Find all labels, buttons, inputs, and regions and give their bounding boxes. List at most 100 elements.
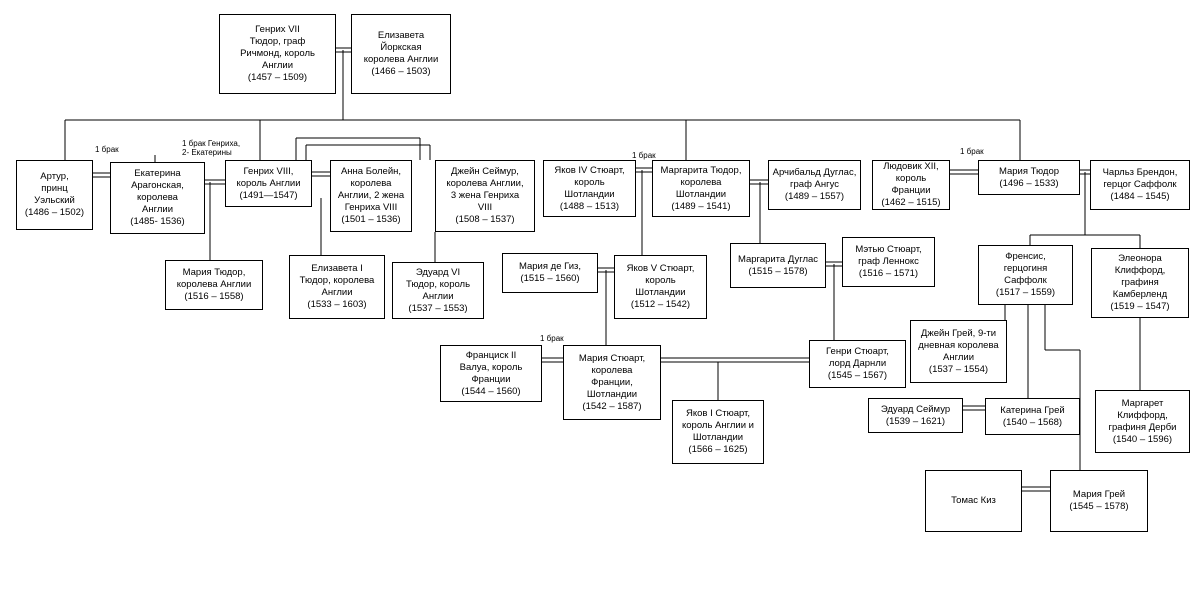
person-text-line: (1462 – 1515): [881, 197, 941, 208]
person-text-line: королева: [350, 178, 392, 189]
person-text-line: королева Англии: [176, 279, 252, 290]
person-louis12: Людовик XII,король Франции(1462 – 1515): [872, 160, 950, 210]
person-text-line: (1566 – 1625): [688, 444, 748, 455]
person-text-line: Шотландии: [564, 188, 615, 200]
person-text-line: (1516 – 1571): [858, 268, 919, 279]
person-text-line: Джейн Грей, 9-ти: [920, 327, 997, 339]
person-text-line: (1515 – 1560): [520, 273, 580, 284]
person-text-line: (1545 – 1578): [1069, 501, 1129, 512]
person-text-line: (1519 – 1547): [1110, 301, 1170, 312]
person-text-line: Мария Тюдор: [998, 165, 1060, 177]
person-edward-seymour: Эдуард Сеймур(1539 – 1621): [868, 398, 963, 433]
person-text-line: король: [645, 275, 676, 286]
marriage-note-henry-catherine: 1 брак Генриха,2- Екатерины: [182, 139, 241, 157]
person-text-line: Англии: [943, 351, 974, 363]
person-text-line: Клиффорд,: [1117, 409, 1168, 421]
person-text-line: (1485- 1536): [130, 216, 185, 227]
person-text-line: (1537 – 1554): [928, 363, 989, 375]
person-jane-seymour: Джейн Сеймур,королева Англии,3 жена Генр…: [435, 160, 535, 232]
person-text-line: (1484 – 1545): [1110, 191, 1170, 202]
person-mary-tudor-sister: Мария Тюдор(1496 – 1533): [978, 160, 1080, 195]
person-text-line: Яков I Стюарт,: [685, 408, 750, 419]
person-text-line: королева Англии,: [446, 178, 524, 189]
marriage-note-francis-mary: 1 брак: [540, 334, 564, 343]
person-katherine-grey: Катерина Грей(1540 – 1568): [985, 398, 1080, 435]
person-henry-darnley: Генри Стюарт,лорд Дарнли(1545 – 1567): [809, 340, 906, 388]
person-text-line: (1508 – 1537): [455, 214, 515, 225]
person-text-line: (1501 – 1536): [341, 214, 401, 225]
person-text-line: Генрих VIII,: [243, 165, 294, 177]
person-text-line: Шотландии: [635, 287, 686, 298]
person-text-line: Арчибальд Дуглас,: [772, 167, 857, 178]
person-text-line: графиня: [1121, 277, 1159, 288]
person-text-line: герцог Саффолк: [1103, 179, 1177, 190]
person-text-line: Клиффорд,: [1114, 265, 1166, 276]
person-henry8: Генрих VIII,король Англии(1491—1547): [225, 160, 312, 207]
marriage-note-james-margaret: 1 брак: [632, 151, 656, 160]
person-text-line: герцогиня: [1003, 263, 1048, 274]
person-text-line: Елизавета I: [311, 263, 363, 274]
person-text-line: Эдуард Сеймур: [880, 403, 951, 415]
person-text-line: дневная королева: [918, 339, 999, 351]
person-text-line: Елизавета: [377, 30, 425, 41]
person-text-line: Тюдор, граф: [249, 36, 306, 47]
person-text-line: король Франции: [891, 173, 931, 196]
person-text-line: (1489 – 1557): [784, 191, 845, 202]
person-text-line: Саффолк: [1004, 275, 1047, 286]
person-text-line: Шотландии: [586, 388, 638, 400]
person-text-line: Валуа, король: [459, 361, 523, 373]
person-text-line: (1539 – 1621): [885, 415, 946, 427]
person-text-line: Франции,: [591, 376, 633, 388]
person-archibald-douglas: Арчибальд Дуглас,граф Ангус(1489 – 1557): [768, 160, 861, 210]
person-text-line: Уэльский: [34, 195, 75, 206]
person-text-line: Мария де Гиз,: [518, 261, 582, 272]
person-text-line: (1517 – 1559): [995, 287, 1056, 298]
person-text-line: королева: [591, 364, 633, 376]
person-text-line: Генри Стюарт,: [826, 346, 889, 357]
person-text-line: Арагонская,: [131, 180, 184, 191]
person-text-line: (1489 – 1541): [671, 200, 731, 212]
person-text-line: (1544 – 1560): [461, 385, 521, 397]
person-text-line: граф Ангус: [790, 179, 839, 190]
person-text-line: Англии: [142, 204, 173, 215]
person-text-line: Мария Тюдор,: [182, 267, 246, 278]
person-text-line: (1540 – 1596): [1112, 433, 1173, 445]
person-text-line: (1496 – 1533): [999, 177, 1059, 189]
person-text-line: Генриха VIII: [344, 202, 398, 213]
person-text-line: (1542 – 1587): [582, 400, 642, 412]
person-text-line: (1457 – 1509): [247, 72, 308, 83]
person-text-line: лорд Дарнли: [828, 358, 887, 369]
person-text-line: Екатерина: [134, 168, 181, 179]
person-text-line: Ричмонд, король: [240, 48, 315, 59]
person-text-line: Маргарет: [1121, 397, 1164, 409]
person-mary-grey: Мария Грей(1545 – 1578): [1050, 470, 1148, 532]
person-mary-of-guise: Мария де Гиз,(1515 – 1560): [502, 253, 598, 293]
person-text-line: Мэтью Стюарт,: [855, 244, 922, 255]
person-text-line: Элеонора: [1118, 253, 1162, 264]
person-text-line: король: [574, 176, 605, 188]
person-text-line: (1491—1547): [239, 189, 298, 201]
person-text-line: Джейн Сеймур,: [451, 166, 519, 177]
person-text-line: король Англии: [236, 177, 301, 189]
person-text-line: (1545 – 1567): [827, 370, 888, 381]
person-text-line: Яков V Стюарт,: [626, 263, 695, 274]
person-text-line: Мария Грей: [1072, 489, 1126, 500]
person-text-line: Чарльз Брендон,: [1102, 167, 1178, 178]
person-text-line: Англии: [321, 287, 353, 298]
person-text-line: Томас Киз: [951, 495, 996, 506]
person-text-line: принц: [41, 183, 68, 194]
person-text-line: VIII: [477, 202, 493, 213]
person-text-line: Шотландии: [675, 188, 727, 200]
person-text-line: (1533 – 1603): [307, 299, 367, 310]
